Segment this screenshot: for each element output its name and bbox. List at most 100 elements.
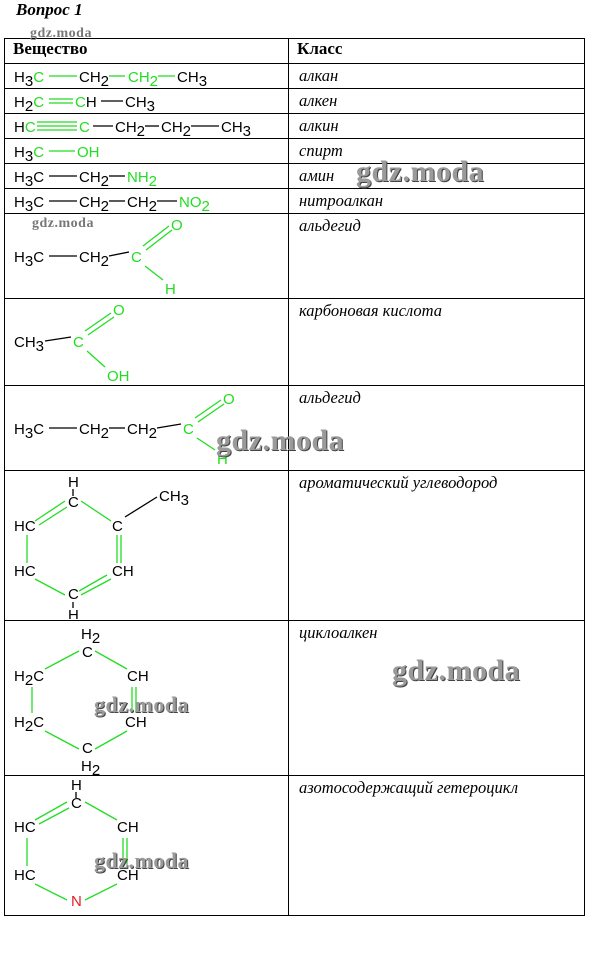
class-label: карбоновая кислота [288,298,585,386]
svg-text:C: C [71,795,82,812]
watermark: gdz.moda [216,424,345,457]
svg-text:NO2: NO2 [179,194,210,213]
svg-text:HC: HC [14,563,36,580]
svg-text:H3C: H3C [14,144,44,163]
watermark: gdz.moda [94,848,190,873]
svg-text:HC: HC [14,819,36,836]
formula-svg: H3C CH2 C O H [14,217,183,298]
svg-text:H: H [68,474,79,491]
svg-text:CH2: CH2 [79,421,109,442]
formula-svg: H2C CH CH3 [14,94,155,113]
table-row: H3C CH2 NH2 амин [4,163,585,189]
svg-text:H: H [71,777,82,794]
table-row: H3C CH2 CH2 CH3 алкан [4,63,585,89]
watermark: gdz.moda [32,216,94,231]
svg-text:CH3: CH3 [177,69,207,88]
svg-text:CH2: CH2 [128,69,158,88]
svg-text:HC: HC [14,518,36,535]
class-label: циклоалкен [288,620,585,776]
formula-svg: H3C CH2 CH2 NO2 [14,194,210,213]
svg-text:CH2: CH2 [161,119,191,138]
formula-carboxylic-acid: CH3 C O OH [4,298,289,386]
formula-pyridine: H C HC CH HC CH N [4,775,289,916]
svg-text:NH2: NH2 [127,169,157,188]
svg-text:CH: CH [125,714,147,731]
svg-text:H2: H2 [81,758,100,775]
formula-svg: CH3 C O OH [14,302,130,385]
svg-text:CH3: CH3 [125,94,155,113]
svg-text:C: C [73,334,84,351]
svg-text:H3C: H3C [14,249,44,270]
formula-svg: HC C CH2 CH2 CH3 [14,119,251,138]
svg-text:CH2: CH2 [115,119,145,138]
svg-text:CH2: CH2 [127,421,157,442]
watermark: gdz.moda [392,654,521,687]
table-row: H2C CH CH3 алкен [4,88,585,114]
class-label: ароматический углеводород [288,470,585,621]
formula-svg: H3C CH2 CH2 CH3 [14,69,207,88]
svg-text:H3C: H3C [14,169,44,188]
table-row: H3C OH спирт [4,138,585,164]
svg-text:N: N [71,893,82,910]
svg-text:OH: OH [77,144,100,161]
watermark: gdz.moda [94,692,190,717]
formula-cyclohexene: H2 C H2C CH H2C CH C H2 [4,620,289,776]
table-row: H C HC CH HC CH N азотосодержащий гетеро… [4,775,585,916]
svg-text:H: H [217,451,228,468]
svg-text:H: H [165,281,176,298]
table-row: HC C CH2 CH2 CH3 алкин [4,113,585,139]
formula-nitroalkane: H3C CH2 CH2 NO2 [4,188,289,214]
svg-text:C: C [79,119,90,136]
svg-text:H2C: H2C [14,714,44,735]
svg-text:O: O [223,391,235,408]
svg-text:HC: HC [14,867,36,884]
formula-svg: H3C CH2 CH2 C O H [14,391,235,468]
svg-text:CH2: CH2 [79,69,109,88]
formula-amine: H3C CH2 NH2 [4,163,289,189]
svg-text:H2C: H2C [14,668,44,689]
watermark: gdz.moda [356,155,485,188]
header-class: Класс [288,38,585,64]
svg-text:H2C: H2C [14,94,44,113]
substance-class-table: Вещество Класс H3C CH2 CH2 CH3 алкан H2C… [4,38,585,916]
formula-svg: H2 C H2C CH H2C CH C H2 [14,626,149,775]
svg-text:O: O [171,217,183,234]
watermark: gdz.moda [30,26,92,41]
svg-text:C: C [131,249,142,266]
svg-text:C: C [68,494,79,511]
formula-alkyne: HC C CH2 CH2 CH3 [4,113,289,139]
svg-text:OH: OH [107,368,130,385]
formula-aldehyde-propanal: H3C CH2 C O H [4,213,289,299]
svg-text:CH2: CH2 [79,249,109,270]
formula-svg: H3C CH2 NH2 [14,169,157,188]
formula-svg: H C HC C HC CH C H CH3 [14,474,189,619]
svg-text:CH3: CH3 [14,334,44,355]
svg-text:CH2: CH2 [79,194,109,213]
class-label: алкин [288,113,585,139]
class-label: азотосодержащий гетероцикл [288,775,585,916]
svg-text:CH: CH [112,563,134,580]
class-label: альдегид [288,385,585,471]
class-label: алкан [288,63,585,89]
table-header-row: Вещество Класс [4,38,585,64]
svg-text:CH2: CH2 [127,194,157,213]
svg-text:CH3: CH3 [221,119,251,138]
svg-text:CH: CH [127,668,149,685]
svg-text:H2: H2 [81,626,100,647]
svg-text:H3C: H3C [14,421,44,442]
formula-toluene: H C HC C HC CH C H CH3 [4,470,289,621]
svg-text:C: C [82,740,93,757]
svg-text:H3C: H3C [14,69,44,88]
table-row: CH3 C O OH карбоновая кислота [4,298,585,386]
class-label: алкен [288,88,585,114]
table-row: H2 C H2C CH H2C CH C H2 циклоалкен [4,620,585,776]
svg-text:C: C [68,586,79,603]
formula-aldehyde-butanal: H3C CH2 CH2 C O H [4,385,289,471]
svg-text:CH3: CH3 [159,488,189,509]
table-row: H C HC C HC CH C H CH3 [4,470,585,621]
svg-text:CH: CH [117,867,139,884]
formula-svg: H3C OH [14,144,100,163]
table-row: H3C CH2 C O H альдегид [4,213,585,299]
svg-text:CH: CH [117,819,139,836]
svg-text:CH2: CH2 [79,169,109,188]
